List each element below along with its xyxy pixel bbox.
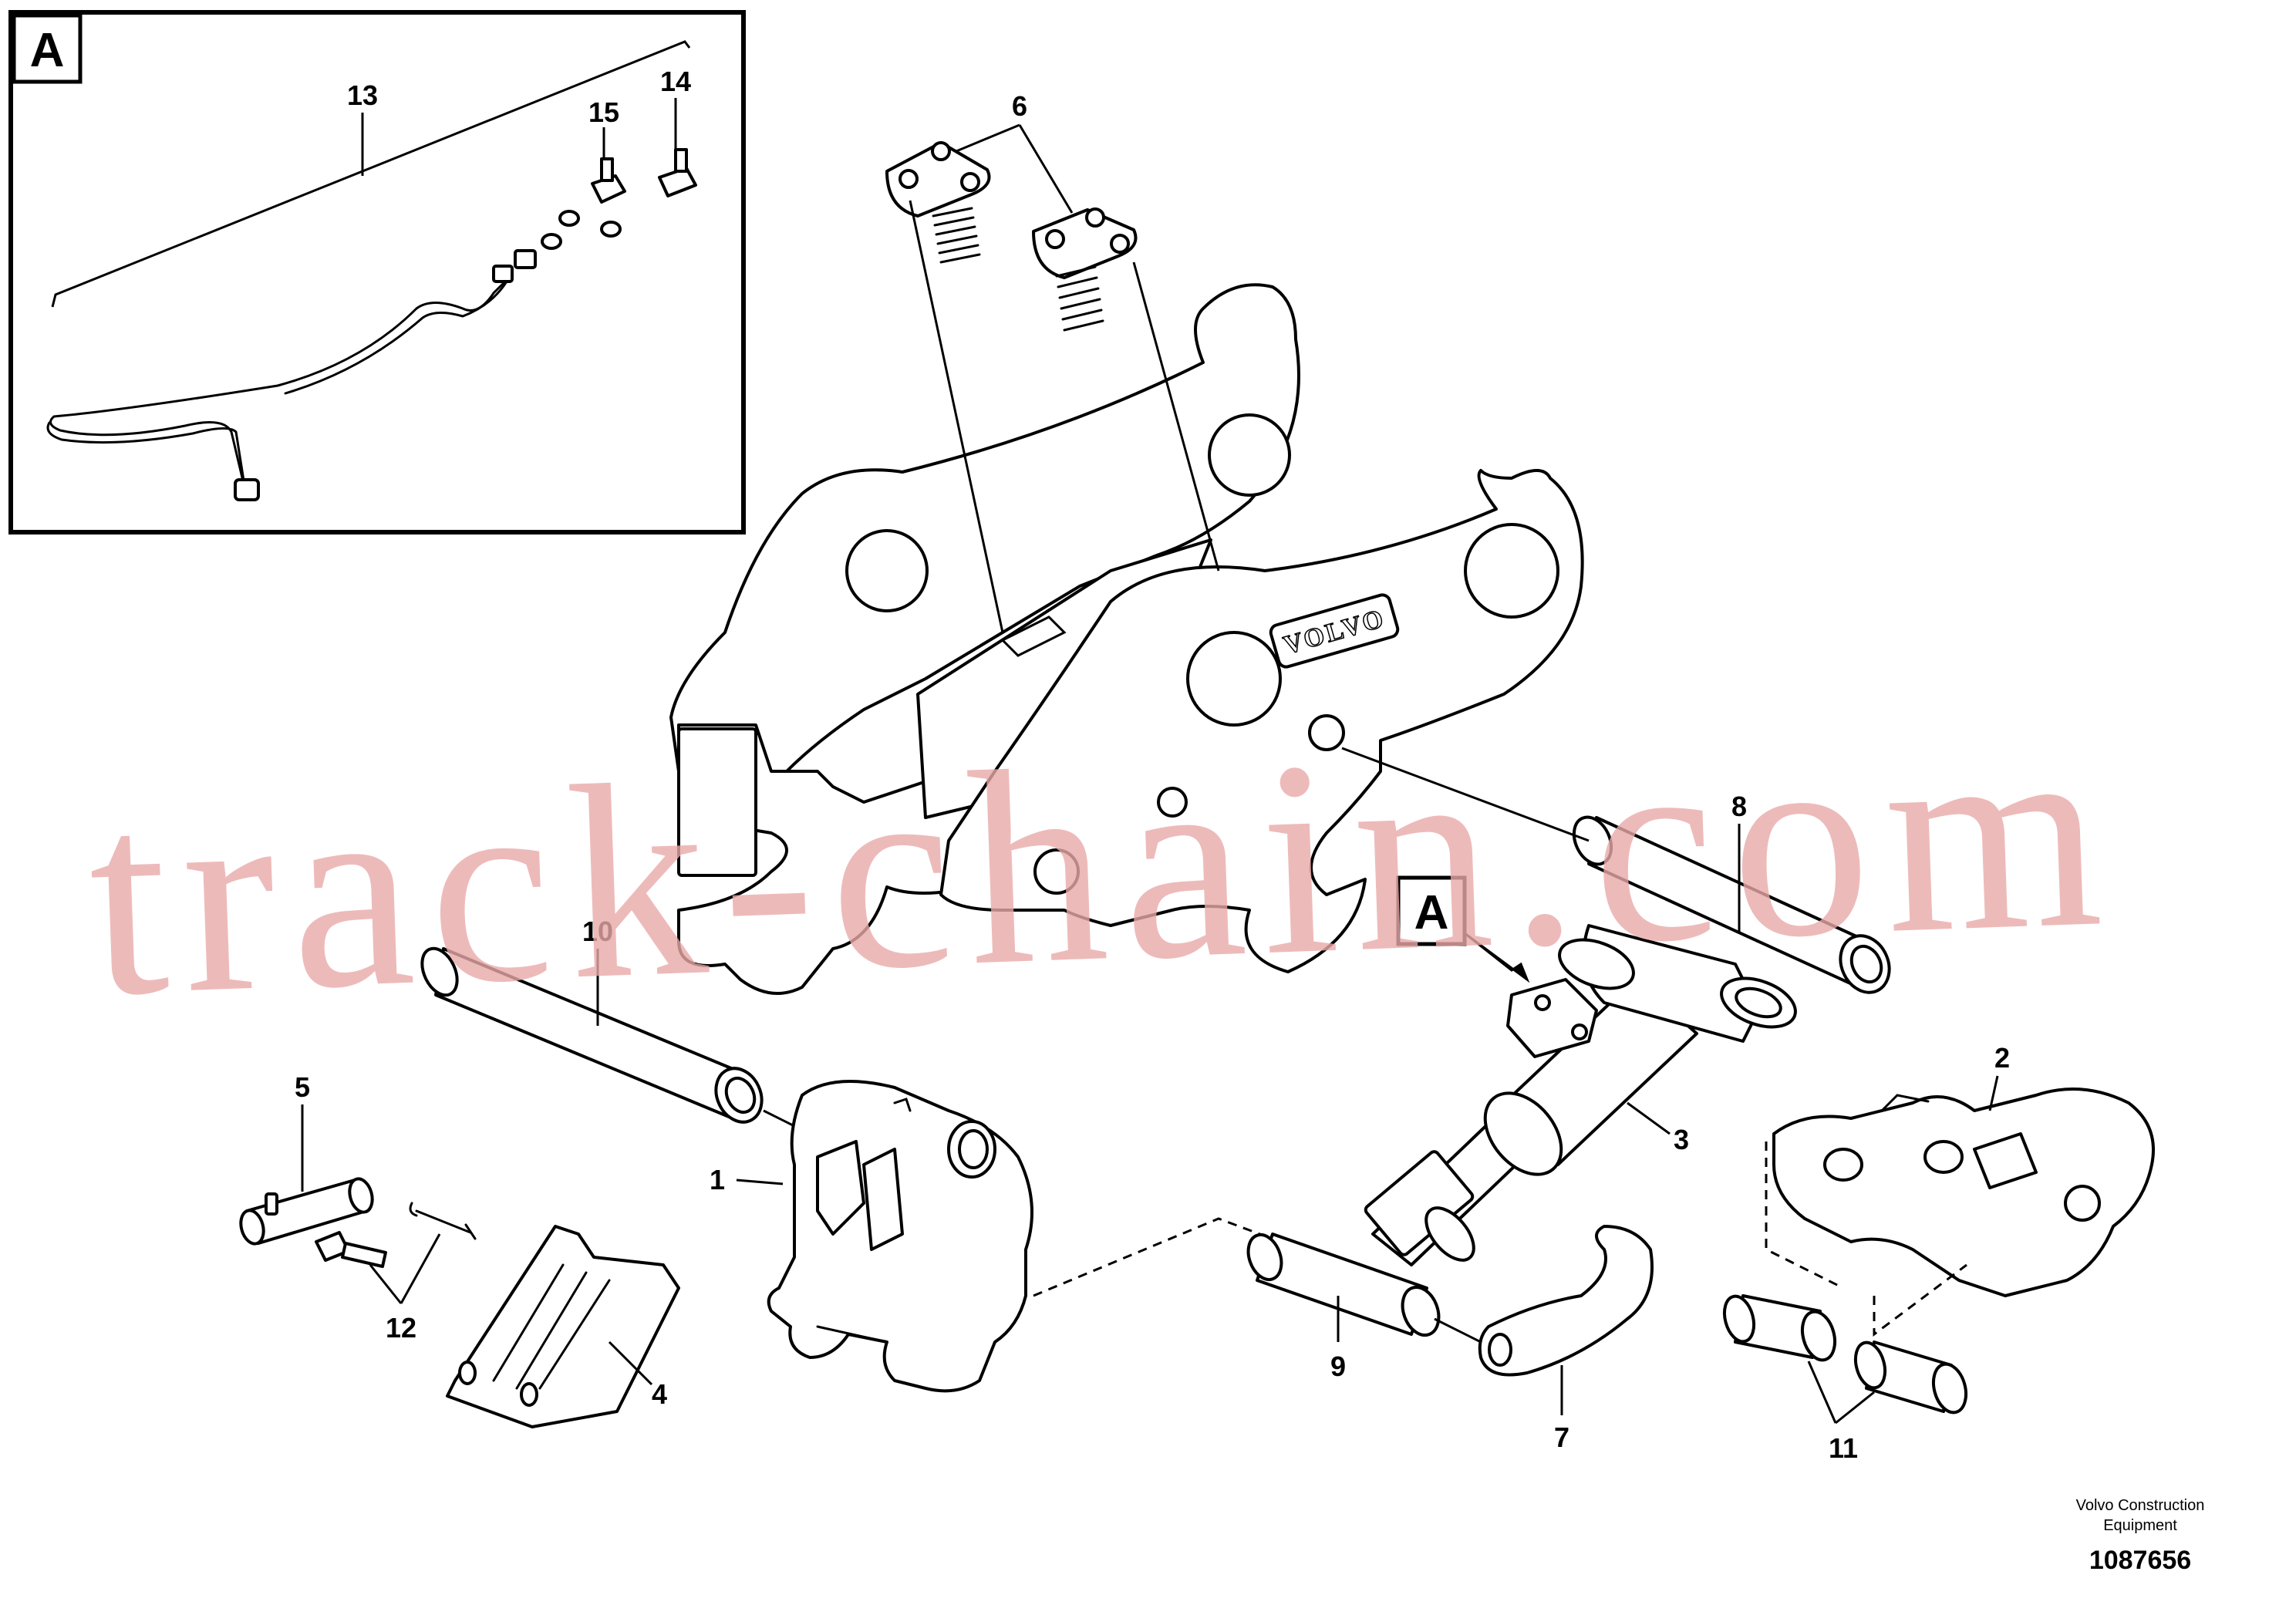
bolt-and-split-pin: 12 — [315, 1202, 477, 1344]
label-6: 6 — [1012, 90, 1027, 122]
curved-link: 7 — [1478, 1225, 1654, 1453]
label-14: 14 — [660, 66, 691, 97]
slide-plate: 4 — [446, 1225, 680, 1428]
inset-a-tag — [12, 13, 83, 84]
label-4: 4 — [652, 1378, 667, 1410]
label-2: 2 — [1994, 1042, 2010, 1074]
spring-holder-assembly: 6 — [885, 90, 1220, 633]
label-8: 8 — [1731, 791, 1747, 822]
grease-pin: 5 — [239, 1071, 374, 1246]
dashed-connector-1 — [1033, 1217, 1281, 1297]
label-10: 10 — [582, 916, 613, 947]
inset-a-letter: A — [30, 24, 65, 77]
footer-company-line1: Volvo Construction — [2076, 1497, 2205, 1514]
bushing-pair: 11 — [1722, 1294, 1968, 1464]
label-12: 12 — [386, 1312, 416, 1344]
footer-doc-number: 1087656 — [2089, 1546, 2191, 1575]
callout-a-letter: A — [1414, 886, 1449, 939]
fitting-elbow — [492, 157, 626, 283]
footer: Volvo Construction Equipment 1087656 — [2076, 1497, 2205, 1575]
label-11: 11 — [1829, 1432, 1858, 1464]
coupler-frame: VOLVO — [669, 283, 1584, 995]
label-15: 15 — [588, 96, 619, 128]
callout-a: A — [1396, 875, 1530, 983]
pin-short: 9 — [1246, 1233, 1482, 1382]
label-1: 1 — [710, 1164, 725, 1195]
label-13: 13 — [347, 79, 378, 111]
hydraulic-cylinder: 3 — [1364, 924, 1797, 1266]
pin-long-right: 8 — [1341, 747, 1891, 994]
fitting-adapter — [658, 148, 697, 197]
inset-a-detail: A 13 15 14 — [8, 10, 746, 534]
label-3: 3 — [1674, 1124, 1689, 1155]
label-5: 5 — [295, 1071, 310, 1103]
watermark: track-chain.com — [85, 676, 2122, 1054]
footer-company-line2: Equipment — [2103, 1517, 2177, 1534]
pin-long-left: 10 — [420, 916, 795, 1128]
hydraulic-tube — [46, 276, 511, 501]
label-7: 7 — [1554, 1421, 1569, 1453]
latch-assembly: 2 — [1765, 1042, 2155, 1337]
locking-hook: 1 — [710, 1080, 1033, 1393]
label-9: 9 — [1330, 1351, 1346, 1382]
